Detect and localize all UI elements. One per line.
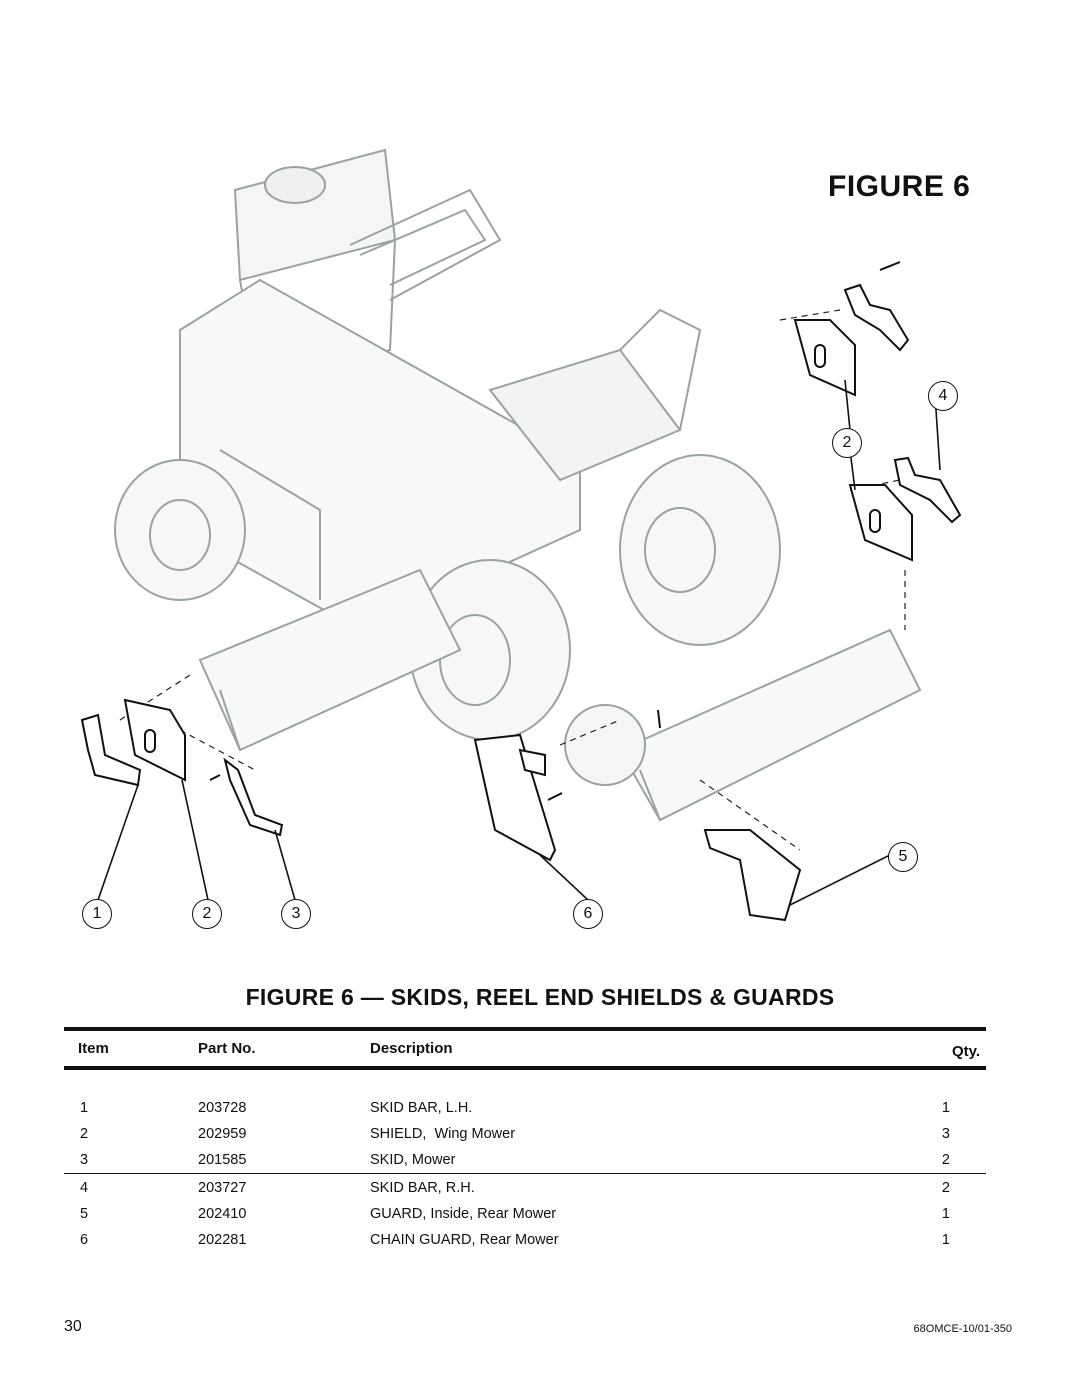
row-description: GUARD, Inside, Rear Mower [370,1206,557,1222]
document-code: 68OMCE-10/01-350 [913,1323,1012,1335]
parts [80,261,962,922]
table-row: 1 203728 SKID BAR, L.H. 1 [64,1100,986,1126]
row-qty: 2 [941,1180,950,1196]
header-part-no: Part No. [198,1040,256,1057]
row-part-no: 201585 [198,1152,247,1168]
row-qty: 1 [941,1100,950,1116]
row-part-no: 203728 [198,1100,247,1116]
table-row: 2 202959 SHIELD, Wing Mower 3 [64,1126,986,1152]
table-row: 4 203727 SKID BAR, R.H. 2 [64,1180,986,1206]
row-qty: 3 [941,1126,950,1142]
callout-3: 3 [281,899,311,929]
table-row: 6 202281 CHAIN GUARD, Rear Mower 1 [64,1232,986,1258]
row-description: SKID BAR, R.H. [370,1180,475,1196]
callout-4: 4 [928,381,958,411]
row-item: 2 [80,1126,89,1142]
header-item: Item [78,1040,109,1057]
figure-label: FIGURE 6 [828,170,971,203]
page-number: 30 [64,1318,82,1335]
row-item: 6 [80,1232,89,1248]
row-part-no: 202410 [198,1206,247,1222]
table-row-divider [64,1173,986,1174]
row-part-no: 202959 [198,1126,247,1142]
callout-arrows [97,379,941,906]
mower-outline [114,148,922,822]
table-row: 5 202410 GUARD, Inside, Rear Mower 1 [64,1206,986,1232]
row-description: SKID BAR, L.H. [370,1100,473,1116]
callout-2: 2 [192,899,222,929]
mower-parts-illustration [80,148,962,922]
row-qty: 1 [941,1232,950,1248]
table-top-rule [64,1027,986,1031]
row-qty: 2 [941,1152,950,1168]
row-description: SKID, Mower [370,1152,456,1168]
row-description: SHIELD, Wing Mower [370,1126,516,1142]
row-part-no: 202281 [198,1232,247,1248]
row-description: CHAIN GUARD, Rear Mower [370,1232,559,1248]
row-item: 1 [80,1100,89,1116]
row-part-no: 203727 [198,1180,247,1196]
row-item: 3 [80,1152,89,1168]
callout-2-upper: 2 [832,428,862,458]
row-item: 5 [80,1206,89,1222]
row-item: 4 [80,1180,89,1196]
table-header-rule [64,1066,986,1070]
header-qty: Qty. [951,1043,980,1060]
row-qty: 1 [941,1206,950,1222]
callout-5: 5 [888,842,918,872]
callout-1: 1 [82,899,112,929]
table-row: 3 201585 SKID, Mower 2 [64,1152,986,1178]
callout-6: 6 [573,899,603,929]
header-description: Description [370,1040,453,1057]
figure-title: FIGURE 6 — SKIDS, REEL END SHIELDS & GUA… [245,984,835,1010]
